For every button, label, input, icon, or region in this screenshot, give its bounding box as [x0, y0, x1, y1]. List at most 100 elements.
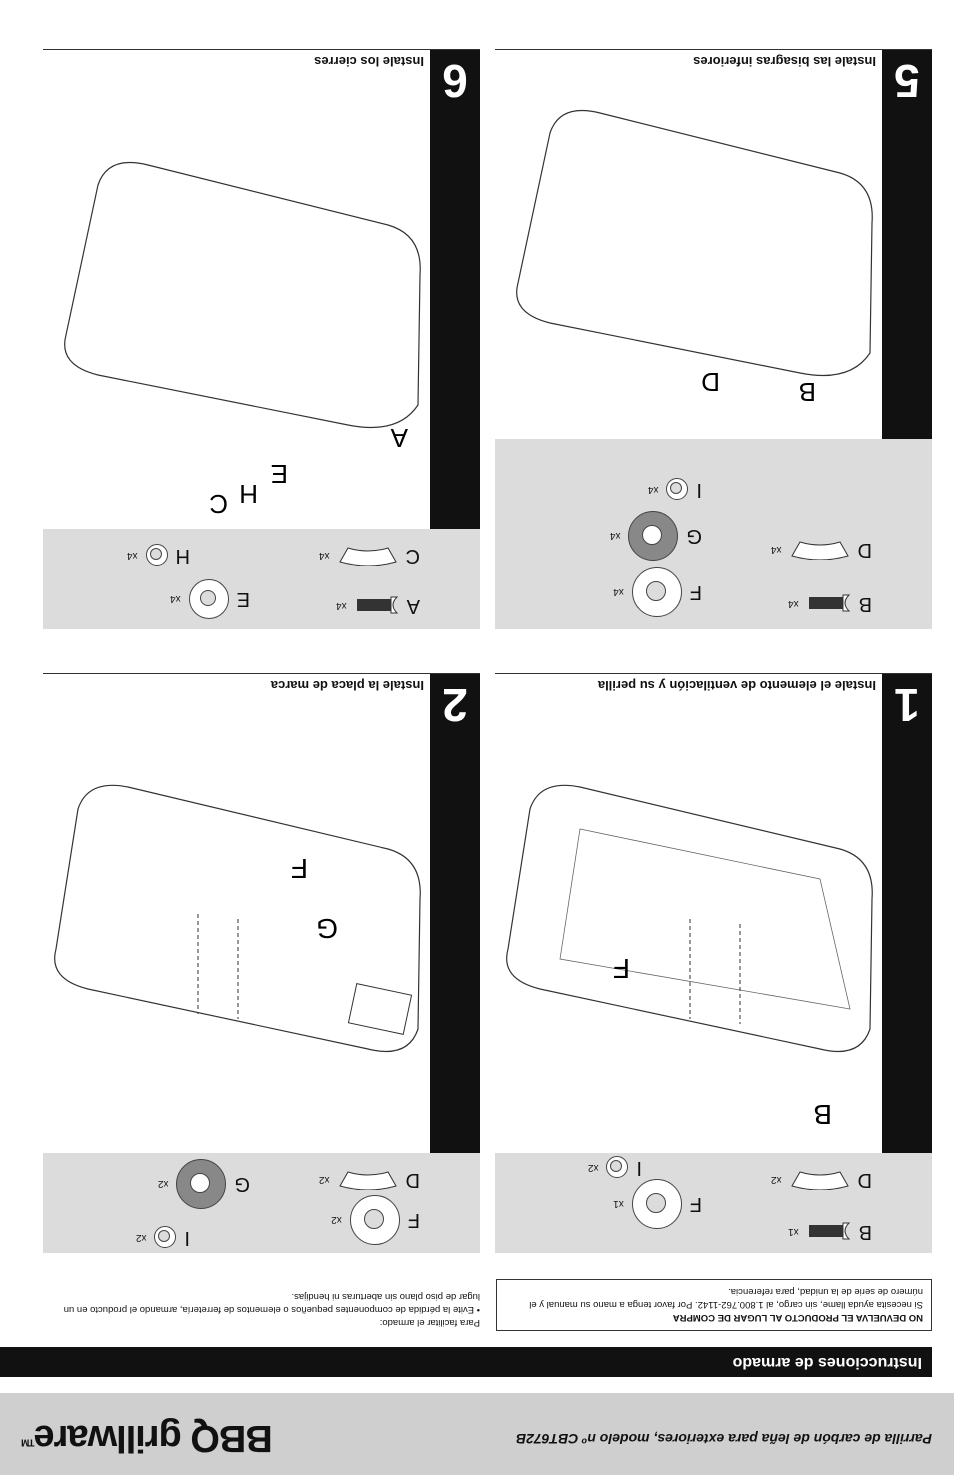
- part-I: I x4: [648, 478, 702, 501]
- part-qty: x4: [318, 550, 330, 561]
- return-notice-box: NO DEVUELVA EL PRODUCTO AL LUGAR DE COMP…: [496, 1279, 932, 1331]
- part-I: I x2: [588, 1156, 642, 1179]
- part-D: D x4: [771, 538, 872, 561]
- part-qty: x2: [587, 1162, 599, 1173]
- tips-bullet-text: Evite la pérdida de componentes pequeños…: [63, 1291, 480, 1315]
- part-qty: x2: [331, 1214, 342, 1226]
- trademark: TM: [22, 1436, 35, 1448]
- lock-washer-icon: [145, 544, 168, 567]
- bolt-icon: [808, 595, 850, 612]
- part-G: G x4: [610, 511, 702, 561]
- part-B: B x4: [788, 592, 872, 615]
- callout-B: B: [813, 1099, 832, 1130]
- notice-title: NO DEVUELVA EL PRODUCTO AL LUGAR DE COMP…: [672, 1312, 923, 1323]
- part-qty: x4: [336, 600, 347, 611]
- part-D: D x2: [771, 1168, 872, 1191]
- part-letter: I: [184, 1227, 190, 1249]
- step-number: 2: [442, 679, 468, 731]
- parts-list: A x4 C x4 E x4 H x4: [43, 529, 480, 629]
- step-number: 1: [894, 679, 920, 731]
- callout-B: B: [799, 377, 816, 407]
- wingnut-icon: [790, 541, 849, 561]
- step-number: 5: [894, 55, 920, 107]
- callout-H: H: [239, 479, 258, 509]
- callout-G: G: [316, 913, 338, 944]
- part-A: A x4: [336, 594, 420, 617]
- step-title: Instale los cierres: [314, 54, 424, 69]
- part-qty: x2: [318, 1174, 330, 1185]
- parts-list: B x1 D x2 F x1 I x2: [495, 1153, 932, 1253]
- part-letter: B: [858, 593, 872, 615]
- wingnut-icon: [338, 547, 397, 567]
- brand-name: BBQ grillware: [34, 1417, 273, 1459]
- part-qty: x4: [770, 544, 782, 555]
- tips-bullet: • Evite la pérdida de componentes pequeñ…: [63, 1291, 480, 1315]
- callout-A: A: [390, 423, 408, 453]
- grill-lid-drawing: B D: [516, 109, 873, 407]
- part-letter: A: [406, 595, 420, 617]
- grill-lid-drawing: A E H C: [64, 161, 421, 519]
- footer-band: Parrilla de carbón de leña para exterior…: [0, 1393, 954, 1475]
- flat-washer-icon: [631, 567, 682, 617]
- bolt-icon: [808, 1223, 850, 1240]
- part-letter: D: [405, 1169, 420, 1191]
- part-F: F x2: [331, 1195, 420, 1245]
- part-qty: x2: [770, 1174, 782, 1185]
- grill-bowl-drawing: G F: [54, 784, 421, 1053]
- part-qty: x4: [170, 593, 181, 605]
- part-I: I x2: [136, 1226, 190, 1249]
- part-B: B x1: [788, 1220, 872, 1243]
- callout-E: E: [271, 459, 288, 489]
- parts-list: D x2 F x2 G x2 I x2: [43, 1153, 480, 1253]
- callout-D: D: [701, 367, 720, 397]
- part-qty: x2: [157, 1178, 169, 1190]
- part-letter: F: [407, 1209, 420, 1232]
- part-letter: H: [175, 545, 190, 567]
- step-number: 6: [442, 55, 468, 107]
- part-E: E x4: [170, 579, 250, 619]
- step-5-panel: 5 Instale las bisagras inferiores B x4 D…: [495, 49, 932, 629]
- brand-logo: BBQ grillwareTM: [22, 1416, 273, 1459]
- part-letter: C: [405, 545, 420, 567]
- step-6-panel: 6 Instale los cierres A x4 C x4 E x4 H: [43, 49, 480, 629]
- part-qty: x4: [647, 484, 659, 495]
- part-qty: x4: [126, 550, 138, 561]
- model-text: Parrilla de carbón de leña para exterior…: [516, 1431, 932, 1447]
- callout-C: C: [209, 489, 228, 519]
- part-G: G x2: [158, 1159, 250, 1209]
- wingnut-icon: [338, 1171, 397, 1191]
- lock-washer-icon: [154, 1226, 177, 1249]
- step-title: Instale las bisagras inferiores: [693, 54, 876, 69]
- spacer-washer-icon: [628, 511, 679, 561]
- flat-washer-icon: [349, 1195, 400, 1245]
- section-title: Instrucciones de armado: [732, 1354, 922, 1371]
- step-title: Instale el elemento de ventilación y su …: [597, 678, 876, 693]
- part-F: F x4: [613, 567, 702, 617]
- part-H: H x4: [127, 544, 190, 567]
- lock-washer-icon: [606, 1156, 629, 1179]
- flat-washer-icon: [631, 1179, 682, 1229]
- step-2-panel: 2 Instale la placa de marca D x2 F x2 G …: [43, 673, 480, 1253]
- part-letter: I: [636, 1157, 642, 1179]
- part-letter: F: [689, 581, 702, 604]
- lock-washer-icon: [666, 478, 689, 501]
- part-letter: E: [236, 588, 250, 611]
- part-letter: F: [689, 1193, 702, 1216]
- part-letter: G: [686, 525, 702, 548]
- part-qty: x2: [135, 1232, 147, 1243]
- part-C: C x4: [319, 544, 420, 567]
- part-qty: x4: [788, 598, 799, 609]
- grill-bowl-drawing: B F: [506, 784, 873, 1130]
- part-qty: x1: [788, 1226, 799, 1237]
- part-letter: B: [858, 1221, 872, 1243]
- part-qty: x1: [613, 1198, 624, 1210]
- bolt-icon: [356, 597, 398, 614]
- parts-list: B x4 D x4 F x4 G x4 I x4: [495, 439, 932, 629]
- step-1-panel: 1 Instale el elemento de ventilación y s…: [495, 673, 932, 1253]
- section-header: Instrucciones de armado: [0, 1347, 932, 1377]
- part-D: D x2: [319, 1168, 420, 1191]
- flat-washer-icon: [188, 579, 229, 619]
- wingnut-icon: [790, 1171, 849, 1191]
- part-qty: x4: [609, 530, 621, 542]
